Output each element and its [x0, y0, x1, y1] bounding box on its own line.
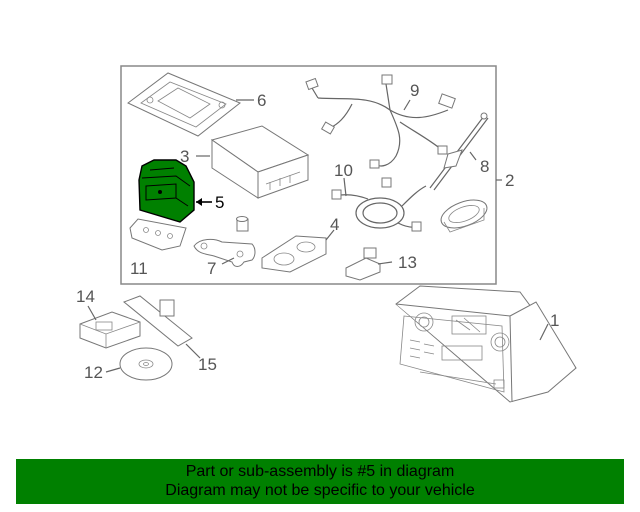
part-speaker[interactable]	[437, 195, 490, 234]
callout-4: 4	[330, 215, 339, 234]
part-1-head-unit[interactable]	[395, 285, 577, 403]
callout-10: 10	[334, 161, 353, 180]
callout-12: 12	[84, 363, 103, 382]
assembly-frame	[120, 65, 497, 285]
callout-13: 13	[398, 253, 417, 272]
callout-3: 3	[180, 147, 189, 166]
part-10-cable-coil[interactable]	[331, 177, 427, 232]
callout-15: 15	[198, 355, 217, 374]
part-5-highlighted-unit[interactable]	[138, 159, 195, 223]
callout-9: 9	[410, 81, 419, 100]
part-14-module[interactable]	[79, 311, 141, 349]
part-6-mount-plate[interactable]	[127, 72, 241, 137]
callout-5: 5	[215, 193, 224, 212]
callout-2: 2	[505, 171, 514, 190]
part-11-remote-key[interactable]	[129, 218, 187, 251]
caption-line-1: Part or sub-assembly is #5 in diagram	[185, 463, 455, 480]
part-7-bracket[interactable]	[193, 238, 256, 267]
part-9-wiring-harness[interactable]	[305, 74, 456, 169]
callout-7: 7	[207, 259, 216, 278]
callout-8: 8	[480, 157, 489, 176]
part-12-disc[interactable]	[119, 347, 173, 381]
callout-6: 6	[257, 91, 266, 110]
part-15-mounting-strip[interactable]	[123, 295, 193, 347]
caption-banner: Part or sub-assembly is #5 in diagram Di…	[16, 459, 624, 504]
leader-lines	[87, 99, 549, 373]
part-8-antenna-rod[interactable]	[429, 112, 489, 191]
callout-14: 14	[76, 287, 95, 306]
part-13-connector[interactable]	[345, 247, 381, 281]
callout-11: 11	[130, 259, 148, 278]
callout-1: 1	[550, 311, 559, 330]
part-3-module-box[interactable]	[210, 125, 310, 199]
part-small-cylinder[interactable]	[236, 216, 249, 232]
part-4-switch-panel[interactable]	[261, 235, 327, 273]
caption-line-2: Diagram may not be specific to your vehi…	[165, 482, 475, 499]
